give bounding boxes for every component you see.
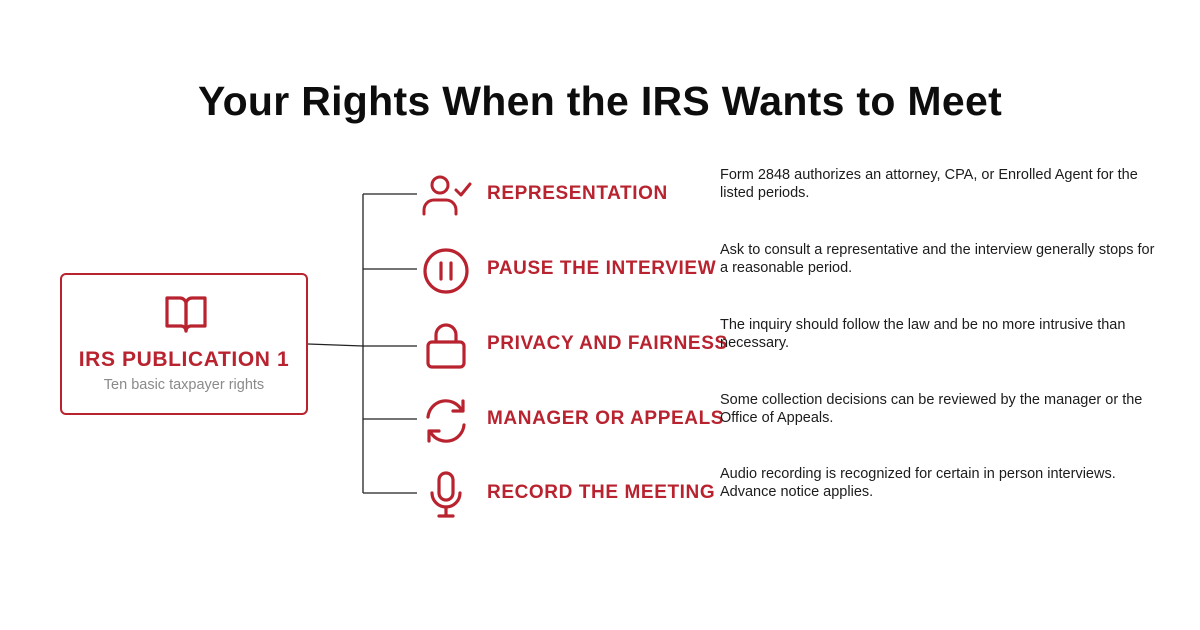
right-item-record: RECORD THE MEETING Audio recording is re… [0, 466, 1200, 529]
item-label: REPRESENTATION [487, 183, 668, 204]
item-description: Audio recording is recognized for certai… [720, 466, 1116, 500]
item-description: Form 2848 authorizes an attorney, CPA, o… [720, 167, 1138, 201]
book-icon [165, 296, 207, 333]
refresh-icon [426, 399, 466, 443]
item-label: RECORD THE MEETING [487, 482, 716, 503]
user-check-icon [422, 175, 472, 216]
item-description: The inquiry should follow the law and be… [720, 317, 1126, 351]
pause-icon [423, 248, 469, 294]
right-item-representation: REPRESENTATION Form 2848 authorizes an a… [0, 167, 1200, 230]
microphone-icon [430, 471, 462, 518]
item-description: Ask to consult a representative and the … [720, 242, 1155, 276]
item-label: PRIVACY AND FAIRNESS [487, 333, 728, 354]
item-description: Some collection decisions can be reviewe… [720, 392, 1143, 426]
right-item-pause: PAUSE THE INTERVIEW Ask to consult a rep… [0, 242, 1200, 305]
connector-trunk [307, 343, 364, 347]
page-title: Your Rights When the IRS Wants to Meet [197, 78, 1003, 124]
source-title: IRS PUBLICATION 1 [78, 348, 290, 371]
lock-icon [426, 323, 466, 369]
right-item-appeals: MANAGER OR APPEALS Some collection decis… [0, 392, 1200, 455]
right-item-privacy: PRIVACY AND FAIRNESS The inquiry should … [0, 317, 1200, 380]
item-label: PAUSE THE INTERVIEW [487, 258, 717, 279]
source-subtitle: Ten basic taxpayer rights [103, 377, 265, 393]
item-label: MANAGER OR APPEALS [487, 408, 725, 429]
source-node: IRS PUBLICATION 1 Ten basic taxpayer rig… [60, 273, 308, 415]
